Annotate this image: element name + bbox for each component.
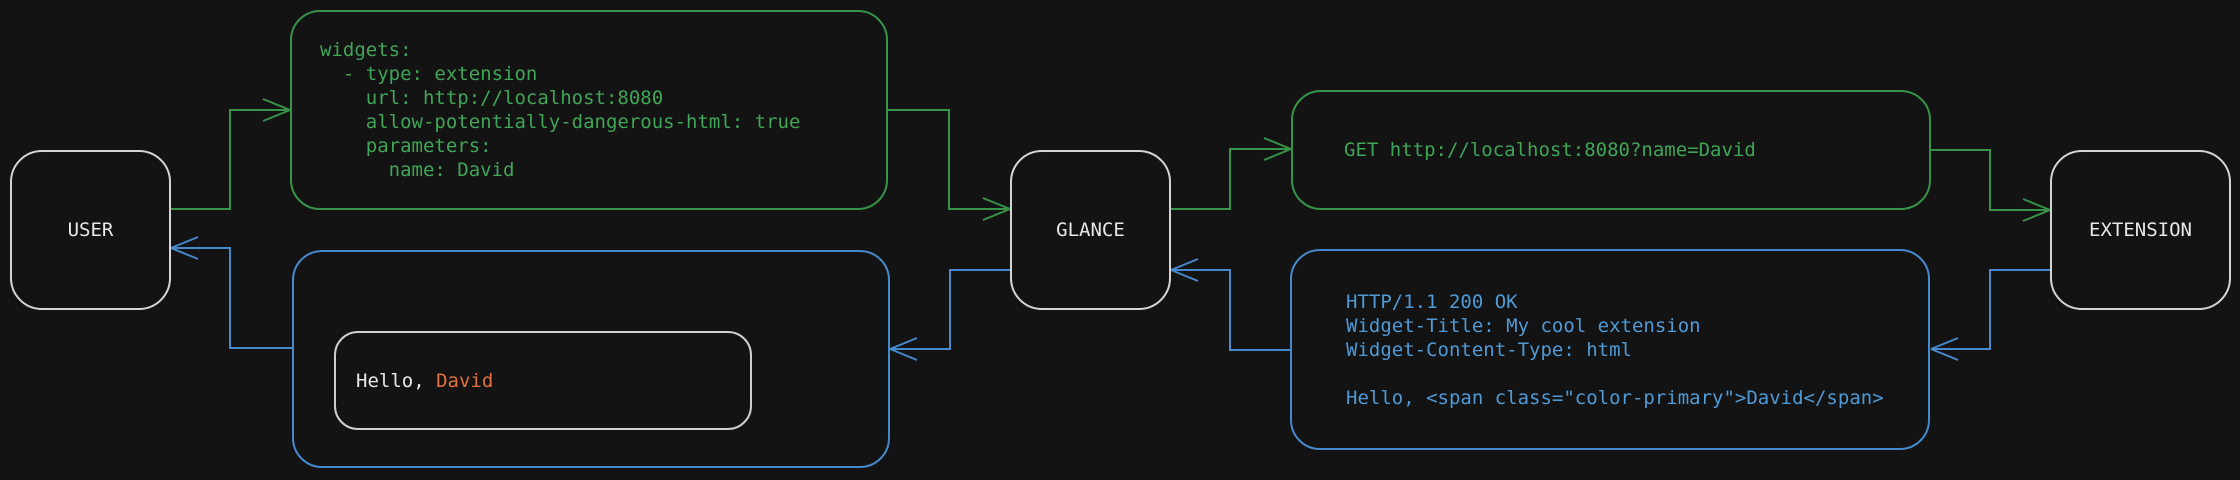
user-node-label: USER (67, 219, 114, 241)
arrow-extension-to-response (1930, 269, 2050, 361)
greeting-name: David (436, 369, 494, 392)
extension-node: EXTENSION (2050, 150, 2231, 310)
greeting-prefix: Hello, (356, 369, 437, 392)
arrow-response-to-glance (1170, 258, 1290, 351)
request-box: GET http://localhost:8080?name=David (1291, 90, 1931, 210)
arrow-widget-to-user (170, 236, 292, 349)
widget-greeting-box: Hello, David (334, 331, 752, 430)
response-box: HTTP/1.1 200 OK Widget-Title: My cool ex… (1290, 249, 1930, 450)
arrow-glance-to-request (1171, 137, 1292, 210)
arrow-glance-to-widget (889, 269, 1010, 361)
glance-node-label: GLANCE (1056, 219, 1125, 241)
config-box: widgets: - type: extension url: http://l… (290, 10, 888, 210)
widget-box: MY COOL EXTENSION Hello, David (292, 250, 890, 468)
config-yaml-text: widgets: - type: extension url: http://l… (320, 39, 801, 181)
response-text: HTTP/1.1 200 OK Widget-Title: My cool ex… (1346, 290, 1884, 409)
extension-node-label: EXTENSION (2089, 219, 2192, 241)
arrow-request-to-extension (1931, 149, 2051, 222)
glance-node: GLANCE (1010, 150, 1171, 310)
arrow-config-to-glance (888, 109, 1011, 221)
user-node: USER (10, 150, 171, 310)
arrow-user-to-config (171, 98, 291, 210)
request-text: GET http://localhost:8080?name=David (1344, 139, 1756, 161)
